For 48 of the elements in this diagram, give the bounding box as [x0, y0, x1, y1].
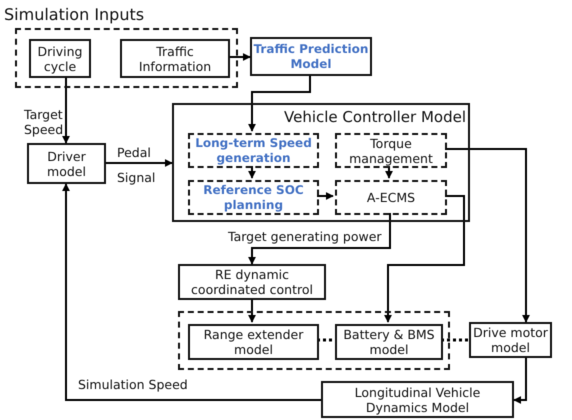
arrow: [513, 358, 527, 404]
node-label: Range extender model: [202, 327, 304, 357]
node-label: Drive motor model: [472, 325, 549, 355]
process-box: [188, 324, 319, 360]
group-box: [178, 311, 450, 370]
edge-label: Simulation Speed: [78, 377, 189, 392]
node-label: RE dynamic coordinated control: [190, 267, 314, 297]
arrow: [228, 53, 251, 61]
arrow: [248, 300, 256, 323]
edge-label: Target generating power: [228, 229, 383, 244]
group-title: Vehicle Controller Model: [283, 108, 466, 126]
node-label: Reference SOC planning: [202, 183, 305, 212]
process-box: [321, 381, 514, 418]
edge-label: Pedal Signal: [117, 144, 156, 187]
arrow: [62, 183, 321, 401]
node-label: Battery & BMS model: [342, 327, 436, 357]
arrow: [445, 148, 530, 323]
node-label: Long-term Speed generation: [194, 136, 313, 165]
node-label: A-ECMS: [366, 190, 416, 205]
process-box: [335, 133, 447, 168]
node-label: Traffic Information: [138, 44, 212, 74]
arrow: [317, 192, 334, 200]
arrow: [384, 195, 465, 323]
process-box: [27, 143, 106, 184]
process-box: [178, 264, 326, 300]
process-box: [335, 180, 447, 215]
process-box: [250, 37, 372, 76]
node-label: Driving cycle: [36, 44, 84, 74]
process-box: [335, 324, 443, 360]
arrow: [248, 76, 311, 132]
node-label: Driver model: [46, 148, 87, 178]
node-label: Longitudinal Vehicle Dynamics Model: [354, 384, 482, 414]
arrow: [385, 166, 393, 179]
connector-line: [441, 338, 469, 342]
arrow: [62, 76, 70, 144]
group-title: Simulation Inputs: [4, 5, 146, 24]
arrow: [248, 213, 391, 265]
group-box: [172, 103, 470, 222]
node-label: Traffic Prediction Model: [252, 42, 370, 71]
arrow: [248, 166, 256, 179]
node-label: Torque management: [348, 136, 434, 166]
edge-label: Target Speed: [24, 107, 64, 137]
process-box: [29, 39, 91, 78]
connector-line: [317, 338, 333, 342]
arrow: [106, 159, 173, 167]
process-box: [188, 133, 319, 168]
process-box: [120, 39, 230, 78]
process-box: [188, 180, 319, 215]
